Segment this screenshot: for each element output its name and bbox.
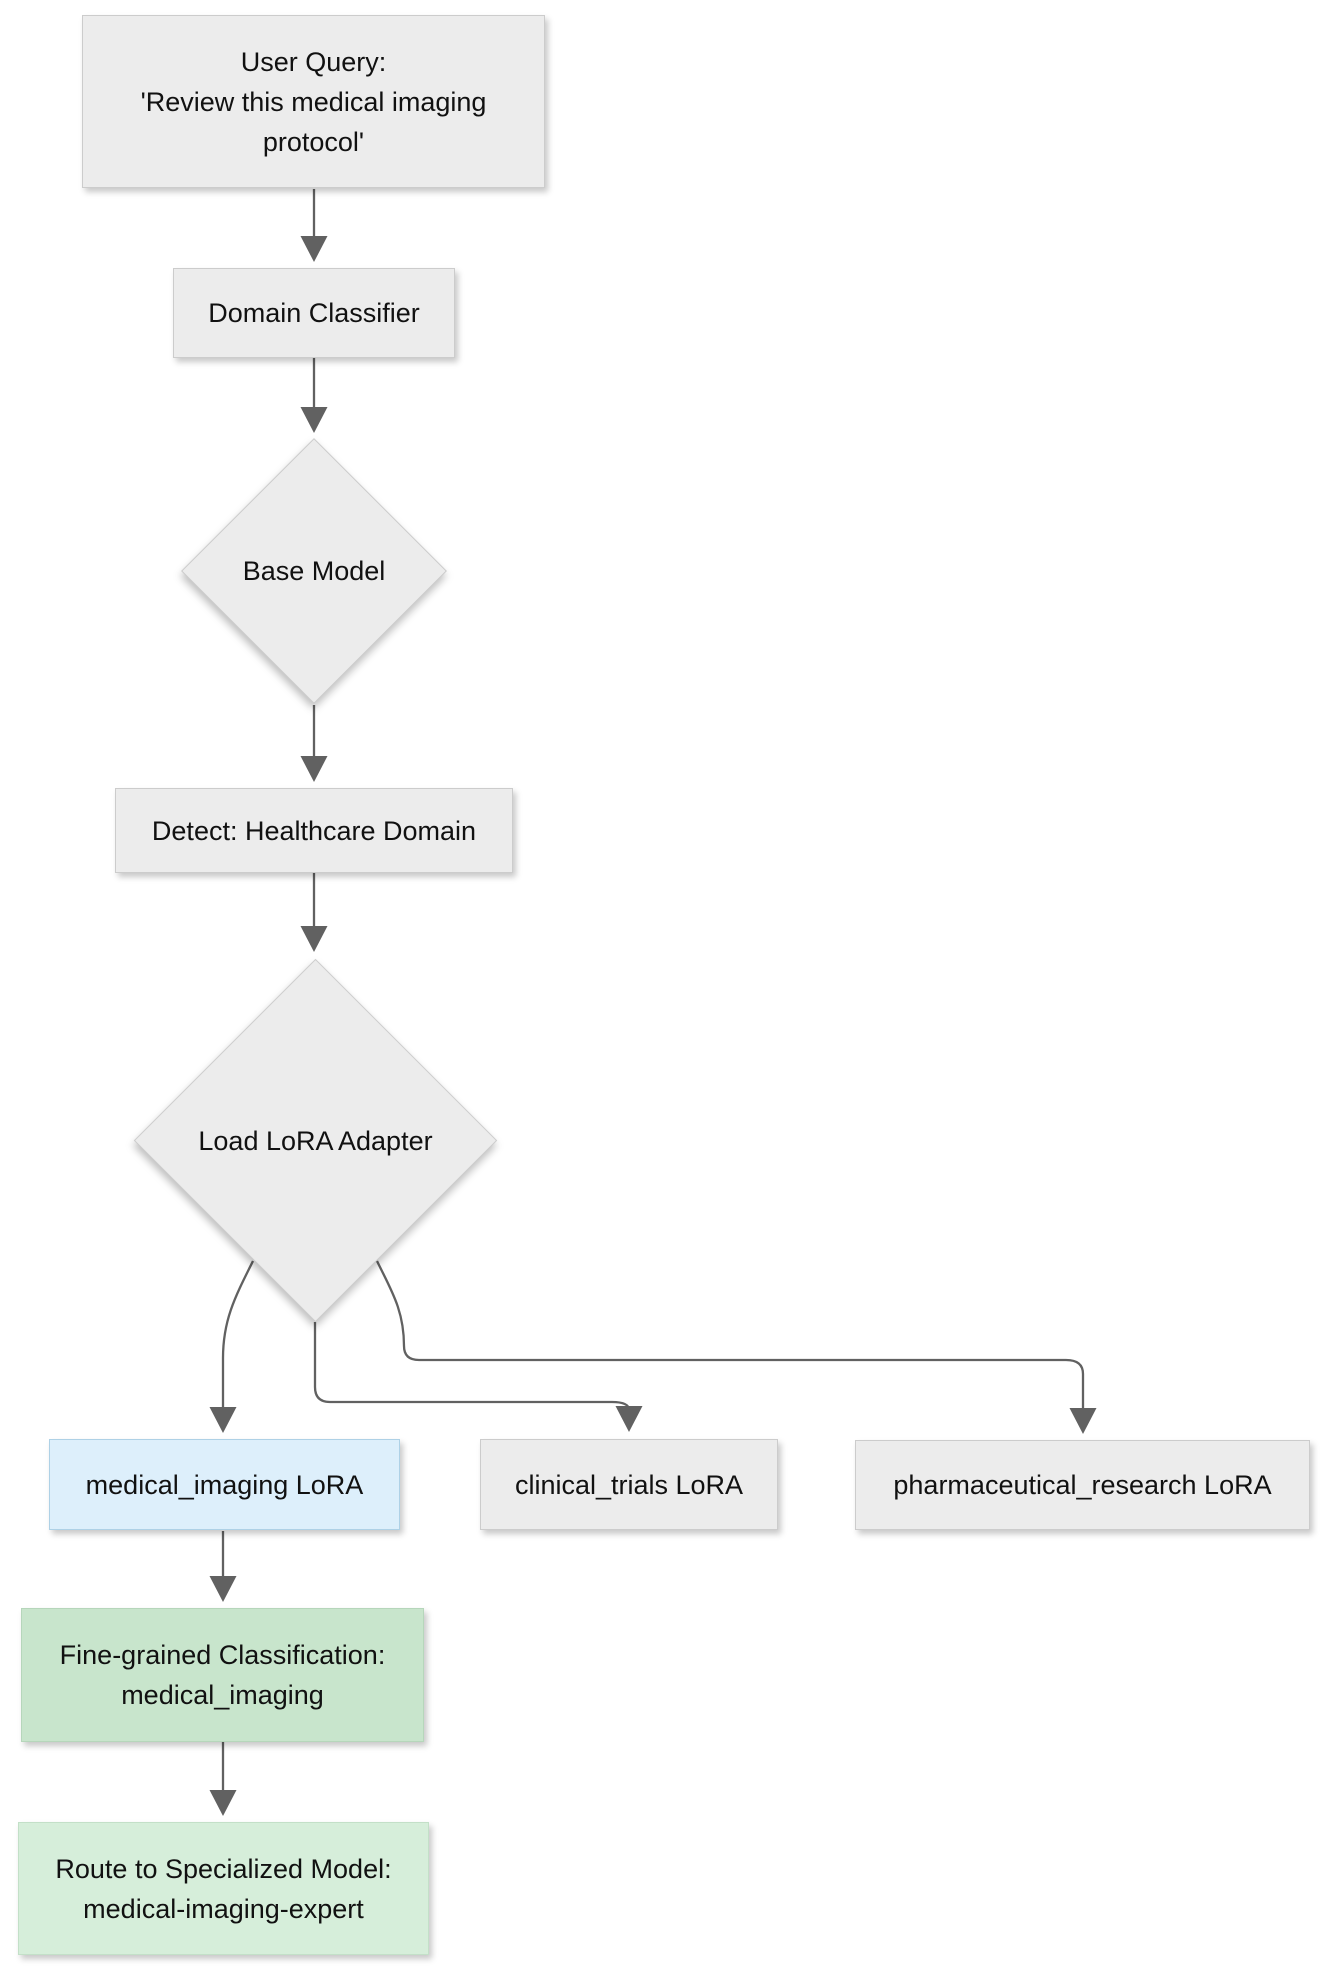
node-pharmaceutical-research-lora: pharmaceutical_research LoRA [855,1440,1310,1530]
node-route-specialized-model-label: Route to Specialized Model: medical-imag… [55,1853,392,1924]
node-route-specialized-model: Route to Specialized Model: medical-imag… [18,1822,429,1955]
node-medical-imaging-lora-label: medical_imaging LoRA [85,1469,364,1500]
node-user-query-label: User Query: 'Review this medical imaging… [140,46,487,157]
node-domain-classifier: Domain Classifier [173,268,455,358]
node-fine-grained-classification: Fine-grained Classification: medical_ima… [21,1608,424,1742]
node-fine-grained-classification-label: Fine-grained Classification: medical_ima… [59,1640,386,1710]
node-pharmaceutical-research-lora-label: pharmaceutical_research LoRA [893,1470,1272,1500]
arrowhead-finegrained [209,1576,237,1602]
node-clinical-trials-lora-label: clinical_trials LoRA [514,1469,744,1500]
node-base-model-label: Base Model [242,556,386,586]
node-user-query: User Query: 'Review this medical imaging… [82,15,545,188]
arrowhead-clinical [615,1406,643,1432]
edge-loadlora-medical [221,1260,255,1407]
arrowhead-medical [209,1407,237,1433]
arrowhead-pharma [1069,1408,1097,1434]
node-detect-healthcare-label: Detect: Healthcare Domain [151,815,477,846]
arrowhead-basemodel [300,407,328,433]
edge-loadlora-clinical [313,1322,631,1411]
node-clinical-trials-lora: clinical_trials LoRA [480,1439,778,1530]
node-load-lora-label: Load LoRA Adapter [198,1125,433,1156]
node-load-lora: Load LoRA Adapter [133,958,498,1323]
node-base-model: Base Model [181,438,447,704]
arrowhead-route [209,1790,237,1816]
arrowhead-detect [300,756,328,782]
arrowhead-classifier [300,236,328,262]
edge-loadlora-pharma [375,1260,1085,1408]
node-medical-imaging-lora: medical_imaging LoRA [49,1439,400,1530]
node-domain-classifier-label: Domain Classifier [208,298,420,328]
arrowhead-loadlora [300,926,328,952]
node-detect-healthcare: Detect: Healthcare Domain [115,788,513,873]
